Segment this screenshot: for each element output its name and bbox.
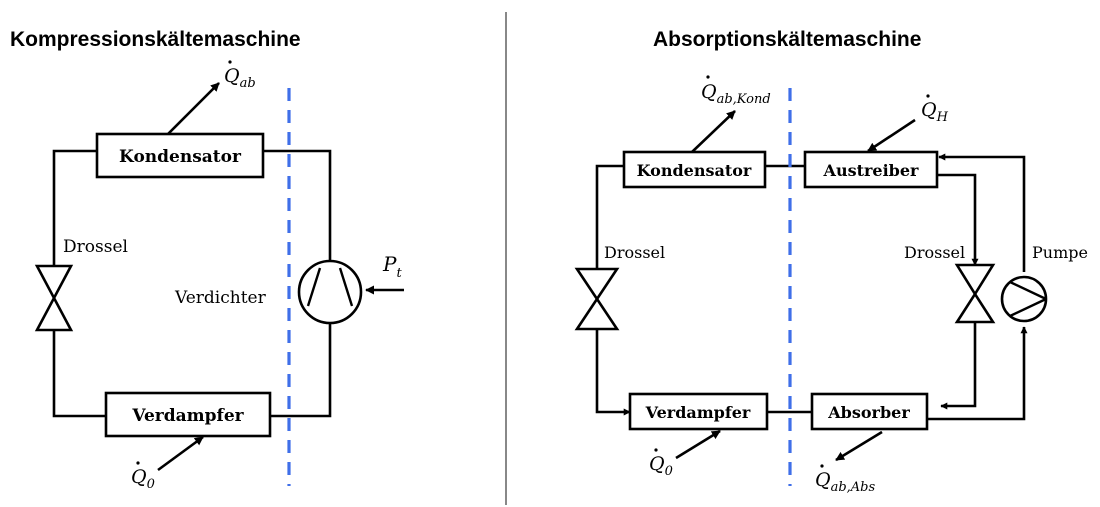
svg-text:Qab: Qab [224, 65, 256, 91]
svg-text:Qab,Abs: Qab,Abs [815, 469, 875, 495]
flow-label-q-ab-kond: Qab,Kond [701, 75, 771, 107]
right-throttle-right-label: Drossel [904, 243, 965, 262]
condenser-box: Kondensator [95, 132, 265, 179]
flow-label-q-ab: Qab [224, 60, 256, 91]
left-panel-title: Kompressionskältemaschine [10, 28, 301, 51]
throttle-valve-right-icon [954, 263, 996, 324]
flow-label-q-ab-abs: Qab,Abs [815, 464, 875, 495]
throttle-valve-left-icon [574, 267, 620, 331]
abs-evaporator-box: Verdampfer [628, 392, 769, 431]
flow-label-abs-q-0: Q0 [649, 448, 673, 479]
line-condenser-to-throttle [52, 149, 97, 266]
abs-condenser-label: Kondensator [637, 161, 752, 180]
pump-icon [1000, 275, 1048, 323]
abs-evaporator-label: Verdampfer [645, 403, 751, 422]
line-compressor-to-condenser [263, 149, 332, 262]
right-throttle-left-label: Drossel [604, 243, 665, 262]
svg-text:Q0: Q0 [131, 466, 155, 492]
generator-heat-in-arrow [867, 118, 916, 153]
line-evaporator-to-compressor [270, 323, 332, 418]
evaporator-label: Verdampfer [131, 406, 244, 426]
compression-chiller-diagram: Kompressionskältemaschine Kondensator Ve… [10, 28, 404, 492]
absorption-chiller-diagram: Absorptionskältemaschine Kondensator Aus… [574, 28, 1088, 495]
svg-text:Qab,Kond: Qab,Kond [701, 81, 771, 107]
line-pump-to-generator [938, 153, 1026, 272]
abs-condenser-box: Kondensator [622, 150, 767, 189]
generator-box: Austreiber [803, 150, 939, 189]
compressor-label: Verdichter [174, 288, 267, 308]
absorber-label: Absorber [827, 403, 910, 422]
left-throttle-label: Drossel [63, 237, 128, 257]
line-generator-to-throttle-right [938, 173, 979, 266]
absorber-heat-out-arrow [835, 430, 883, 462]
evaporator-box: Verdampfer [104, 391, 272, 438]
pump-label: Pumpe [1032, 243, 1088, 262]
line-absorber-to-pump [926, 326, 1028, 421]
line-throttle-to-absorber [940, 322, 977, 410]
flow-label-q-0: Q0 [131, 461, 155, 492]
condenser-heat-out-arrow [691, 110, 736, 153]
line-throttle-to-evaporator [595, 328, 631, 416]
throttle-valve-icon [34, 264, 74, 332]
flow-label-p-t: Pt [382, 252, 402, 281]
heat-out-arrow [167, 82, 220, 135]
line-throttle-to-evaporator [52, 330, 106, 418]
heat-in-arrow [157, 435, 204, 472]
condenser-label: Kondensator [119, 147, 242, 167]
right-panel-title: Absorptionskältemaschine [653, 28, 921, 51]
generator-label: Austreiber [823, 161, 920, 180]
svg-text:QH: QH [921, 99, 949, 125]
flow-label-q-h: QH [921, 94, 949, 125]
absorber-box: Absorber [810, 392, 929, 431]
compressor-icon [297, 259, 363, 325]
svg-text:Q0: Q0 [649, 453, 673, 479]
evaporator-heat-in-arrow [675, 429, 721, 460]
line-condenser-to-throttle-left [595, 164, 624, 270]
